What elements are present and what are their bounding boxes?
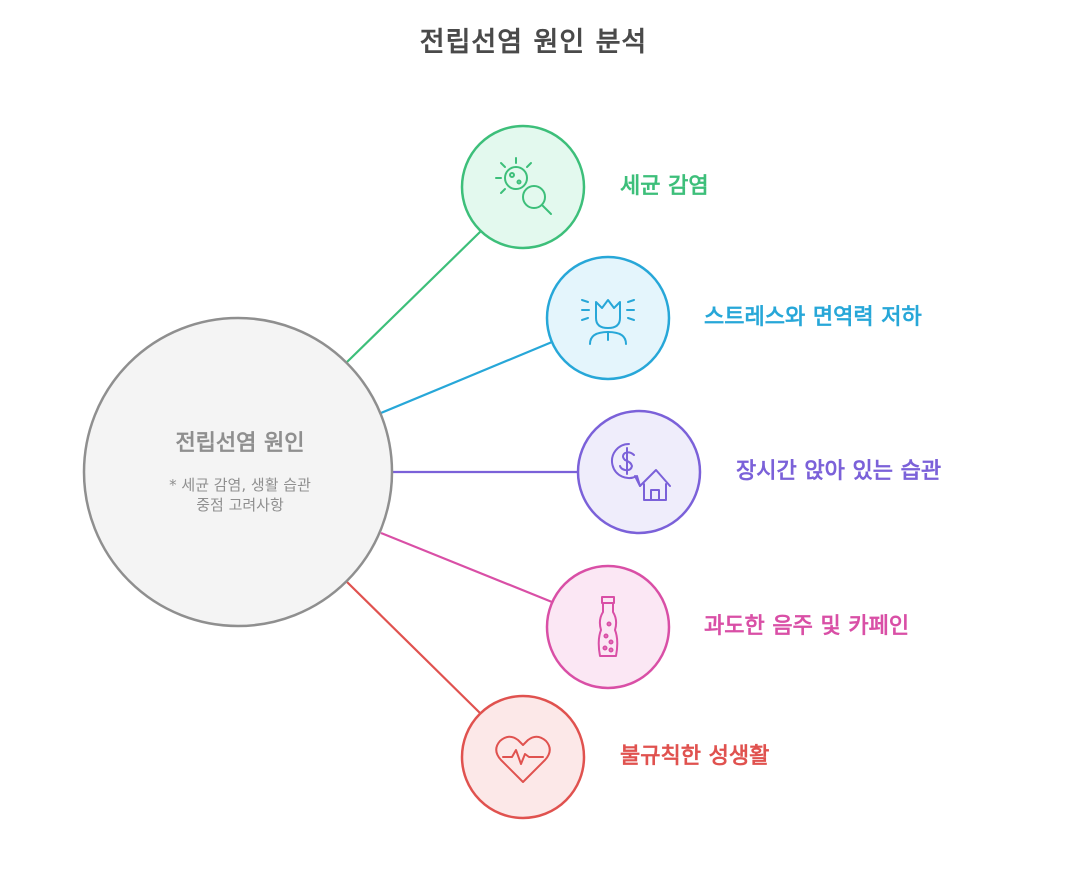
center-note-line-1: * 세균 감염, 생활 습관 [169, 476, 311, 494]
cause-label-3: 장시간 앉아 있는 습관 [736, 459, 942, 484]
connector-4 [380, 531, 553, 604]
stressed-person-icon [581, 299, 635, 345]
cause-label-1: 세균 감염 [620, 174, 709, 199]
cause-node-3 [576, 409, 702, 535]
cause-label-4: 과도한 음주 및 카페인 [704, 614, 910, 639]
soda-bottle-icon [597, 596, 619, 657]
heartbeat-icon [495, 735, 551, 783]
cause-node-5 [460, 694, 586, 820]
center-node [82, 316, 394, 628]
connector-1 [346, 230, 482, 363]
connector-2 [380, 340, 553, 415]
cause-node-4 [545, 564, 671, 690]
center-title: 전립선염 원인 [175, 431, 305, 456]
cause-label-2: 스트레스와 면역력 저하 [704, 305, 922, 330]
center-note-line-2: 중점 고려사항 [196, 496, 284, 514]
cause-node-1 [460, 124, 586, 250]
cause-node-2 [545, 255, 671, 381]
bacteria-magnifier-icon [495, 157, 552, 215]
page-title: 전립선염 원인 분석 [419, 27, 648, 58]
connector-5 [346, 581, 482, 715]
cause-label-5: 불규칙한 성생활 [620, 744, 770, 769]
center-note: * 세균 감염, 생활 습관 중점 고려사항 [112, 475, 368, 515]
money-house-icon [611, 443, 671, 501]
